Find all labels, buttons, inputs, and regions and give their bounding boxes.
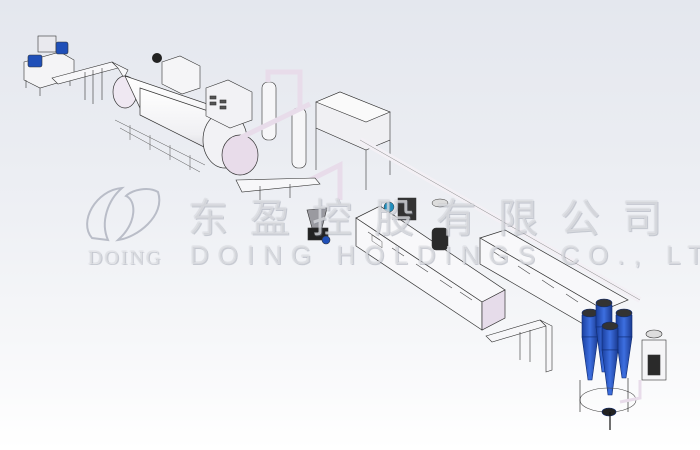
rotary-reactor (112, 75, 259, 176)
screw-conveyor (485, 319, 553, 373)
packing-unit (619, 329, 667, 404)
control-cabinet (161, 55, 253, 129)
discharge-conveyor (235, 177, 321, 200)
hopper-grinder (306, 207, 331, 245)
doing-logo-icon (86, 186, 161, 242)
cooling-line-1 (355, 205, 506, 331)
dust-collector (315, 91, 391, 190)
cooling-line-2 (479, 229, 629, 337)
motor-icon (152, 53, 162, 63)
shredder (23, 35, 75, 96)
pump-unit (383, 197, 449, 251)
cyclones (579, 298, 637, 430)
condenser-towers (238, 69, 312, 169)
